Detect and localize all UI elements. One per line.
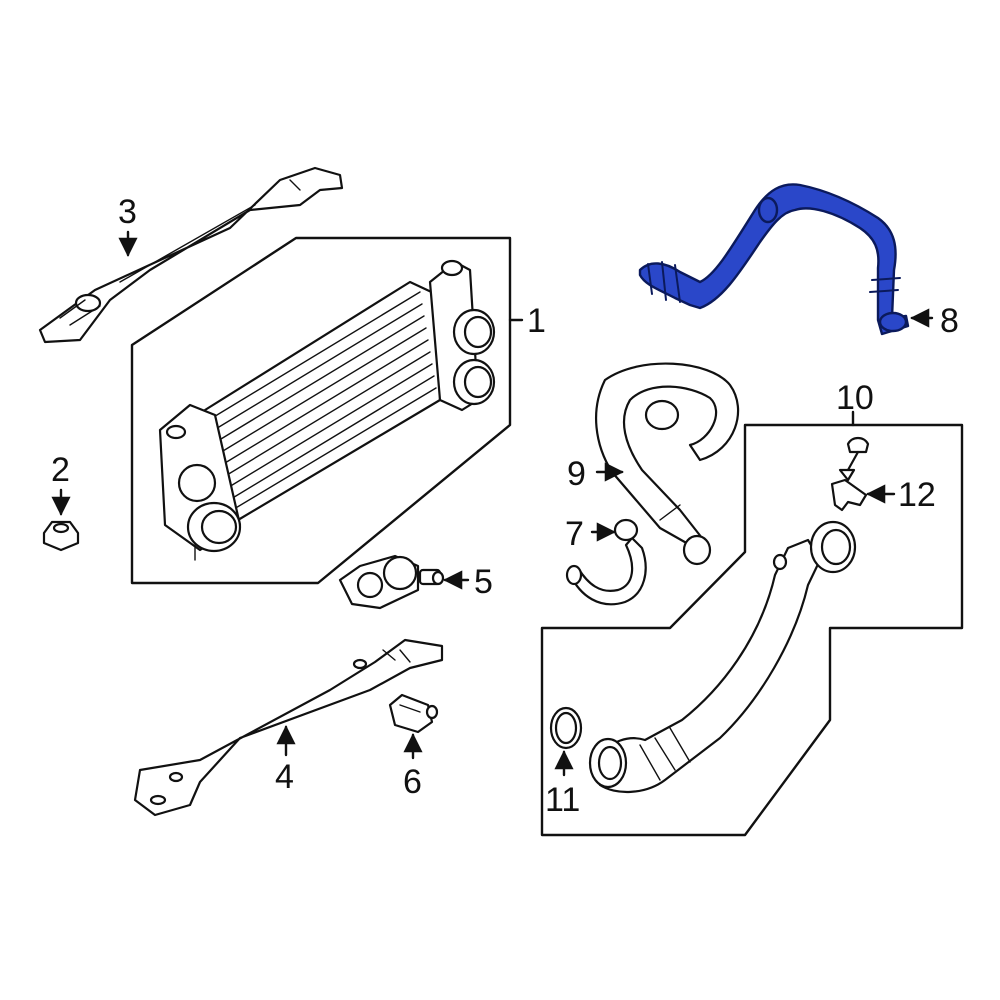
callout-4: 4 <box>275 758 294 796</box>
upper-bracket-part[interactable] <box>38 166 344 344</box>
clip-part[interactable] <box>388 693 439 734</box>
callout-2: 2 <box>51 451 70 489</box>
callout-10: 10 <box>836 379 874 417</box>
callout-6: 6 <box>403 763 422 801</box>
callout-3: 3 <box>118 193 137 231</box>
callout-8: 8 <box>940 302 959 340</box>
intercooler-group-box <box>130 236 524 585</box>
o-ring-11-part[interactable] <box>549 706 583 750</box>
lower-bracket-part[interactable] <box>133 638 444 817</box>
intake-tube-group-box <box>540 410 964 837</box>
callout-9: 9 <box>567 455 586 493</box>
leader-lines <box>51 230 934 777</box>
valve-part[interactable] <box>338 554 445 610</box>
highlighted-hose-8-part[interactable] <box>638 183 910 336</box>
intake-tube-10-part[interactable] <box>588 520 857 794</box>
callout-1: 1 <box>527 302 546 340</box>
tube-7-part[interactable] <box>565 518 647 606</box>
callout-7: 7 <box>565 515 584 553</box>
callout-5: 5 <box>474 563 493 601</box>
hose-9-part[interactable] <box>595 362 740 566</box>
intercooler-part[interactable] <box>158 259 496 561</box>
clamp-12-part[interactable] <box>830 436 870 512</box>
callout-11: 11 <box>545 781 580 819</box>
nut-part[interactable] <box>42 520 80 552</box>
callout-12: 12 <box>898 476 936 514</box>
